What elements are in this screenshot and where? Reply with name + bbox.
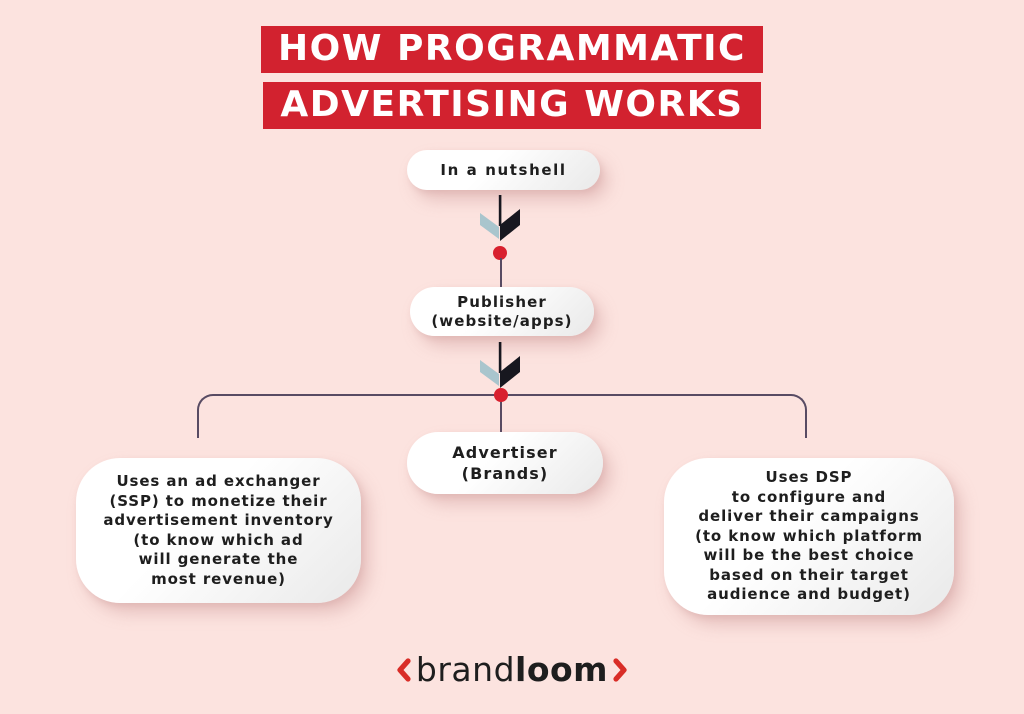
- down-arrow-icon: [480, 195, 520, 241]
- title-line-1: HOW PROGRAMMATIC: [261, 26, 763, 73]
- down-arrow-icon: [480, 342, 520, 388]
- logo-text-brand: brand: [415, 650, 516, 689]
- nutshell-label: In a nutshell: [440, 161, 567, 179]
- advertiser-note-card: Uses DSP to configure and deliver their …: [664, 458, 954, 615]
- advertiser-label-line1: Advertiser: [452, 443, 558, 462]
- junction-dot: [493, 246, 507, 260]
- junction-dot: [494, 388, 508, 402]
- logo-left-chevron-icon: [397, 657, 411, 682]
- title-line-2: ADVERTISING WORKS: [263, 82, 761, 129]
- publisher-node: Publisher (website/apps): [410, 287, 594, 336]
- advertiser-label-line2: (Brands): [461, 464, 549, 483]
- logo-text-loom: loom: [515, 650, 609, 689]
- logo-right-chevron-icon: [613, 657, 627, 682]
- publisher-note-card: Uses an ad exchanger (SSP) to monetize t…: [76, 458, 361, 603]
- nutshell-pill: In a nutshell: [407, 150, 600, 190]
- publisher-label-line1: Publisher: [457, 292, 547, 311]
- connector-line: [500, 258, 502, 288]
- page-title: HOW PROGRAMMATIC ADVERTISING WORKS: [0, 26, 1024, 138]
- brandloom-logo: brandloom: [0, 650, 1024, 689]
- publisher-note-text: Uses an ad exchanger (SSP) to monetize t…: [103, 472, 334, 588]
- logo-text: brandloom: [416, 650, 608, 689]
- advertiser-node: Advertiser (Brands): [407, 432, 603, 494]
- publisher-label-line2: (website/apps): [431, 311, 573, 330]
- connector-line: [500, 400, 502, 433]
- advertiser-note-text: Uses DSP to configure and deliver their …: [695, 468, 923, 604]
